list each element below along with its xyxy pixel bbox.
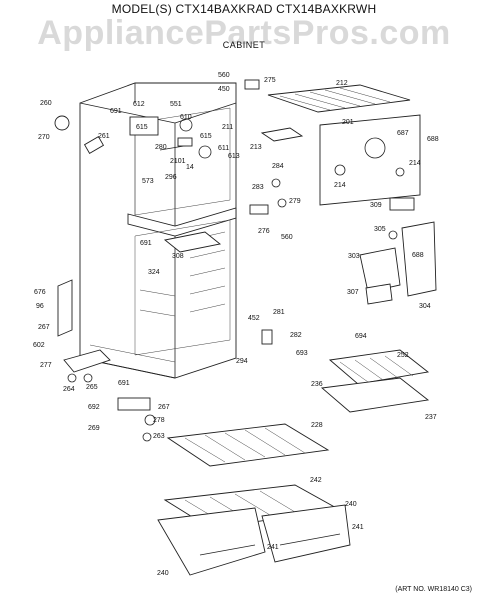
callout: 294 <box>236 358 248 365</box>
callout: 615 <box>200 133 212 140</box>
callout: 275 <box>264 77 276 84</box>
callout: 309 <box>370 202 382 209</box>
control-components <box>129 79 260 159</box>
callout: 694 <box>355 333 367 340</box>
callout: 240 <box>345 501 357 508</box>
callout: 278 <box>153 417 165 424</box>
callout: 452 <box>248 315 260 322</box>
section-title: CABINET <box>222 40 266 50</box>
callout: 270 <box>38 134 50 141</box>
air-duct-parts <box>359 197 437 305</box>
callout: 214 <box>334 182 346 189</box>
callout: 212 <box>336 80 348 87</box>
evaporator-cover <box>319 114 421 206</box>
crisper-drawers <box>157 504 351 576</box>
callout: 687 <box>397 130 409 137</box>
callout: 263 <box>153 433 165 440</box>
art-number: (ART NO. WR18140 C3) <box>395 586 472 593</box>
callout: 267 <box>158 404 170 411</box>
callout: 228 <box>311 422 323 429</box>
callout: 237 <box>425 414 437 421</box>
callout: 691 <box>118 380 130 387</box>
callout: 612 <box>133 101 145 108</box>
callout: 242 <box>310 477 322 484</box>
callout: 688 <box>427 136 439 143</box>
callout: 610 <box>180 114 192 121</box>
callout: 276 <box>258 228 270 235</box>
callout: 277 <box>40 362 52 369</box>
callout: 280 <box>155 144 167 151</box>
crisper-cover <box>320 349 430 413</box>
callout: 691 <box>140 240 152 247</box>
left-side-parts <box>54 115 111 383</box>
callout: 236 <box>311 381 323 388</box>
callout: 307 <box>347 289 359 296</box>
callout: 560 <box>281 234 293 241</box>
callout: 211 <box>222 124 234 131</box>
callout: 240 <box>157 570 169 577</box>
callout: 14 <box>186 164 194 171</box>
callout: 615 <box>136 124 148 131</box>
callout: 201 <box>342 119 354 126</box>
callout: 611 <box>218 145 230 152</box>
callout: 241 <box>352 524 364 531</box>
callout: 324 <box>148 269 160 276</box>
callout: 602 <box>33 342 45 349</box>
callout: 693 <box>296 350 308 357</box>
callout: 308 <box>172 253 184 260</box>
callout: 213 <box>250 144 262 151</box>
callout: 241 <box>267 544 279 551</box>
callout: 267 <box>38 324 50 331</box>
callout: 688 <box>412 252 424 259</box>
callout: 305 <box>374 226 386 233</box>
callout: 265 <box>86 384 98 391</box>
callout: 613 <box>228 153 240 160</box>
callout: 551 <box>170 101 182 108</box>
callout: 676 <box>34 289 46 296</box>
ice-tray <box>260 127 304 142</box>
callout: 284 <box>272 163 284 170</box>
callout: 304 <box>419 303 431 310</box>
callout: 261 <box>98 133 110 140</box>
watermark: AppliancePartsPros.com <box>37 14 451 52</box>
callout: 96 <box>36 303 44 310</box>
model-title: MODEL(S) CTX14BAXKRAD CTX14BAXKRWH <box>111 2 377 16</box>
fresh-food-wire-shelf <box>166 423 330 467</box>
callout: 2101 <box>170 158 186 165</box>
callout: 214 <box>409 160 421 167</box>
callout: 560 <box>218 72 230 79</box>
callout: 303 <box>348 253 360 260</box>
cabinet-body <box>79 82 237 379</box>
callout: 264 <box>63 386 75 393</box>
callout: 296 <box>165 174 177 181</box>
callout: 282 <box>290 332 302 339</box>
callout: 692 <box>88 404 100 411</box>
callout: 281 <box>273 309 285 316</box>
callout: 252 <box>397 352 409 359</box>
callout: 279 <box>289 198 301 205</box>
callout: 260 <box>40 100 52 107</box>
callout: 283 <box>252 184 264 191</box>
fresh-food-parts <box>117 178 287 442</box>
callout: 269 <box>88 425 100 432</box>
freezer-wire-shelf <box>267 84 411 113</box>
callout: 450 <box>218 86 230 93</box>
callout: 691 <box>110 108 122 115</box>
callout: 573 <box>142 178 154 185</box>
